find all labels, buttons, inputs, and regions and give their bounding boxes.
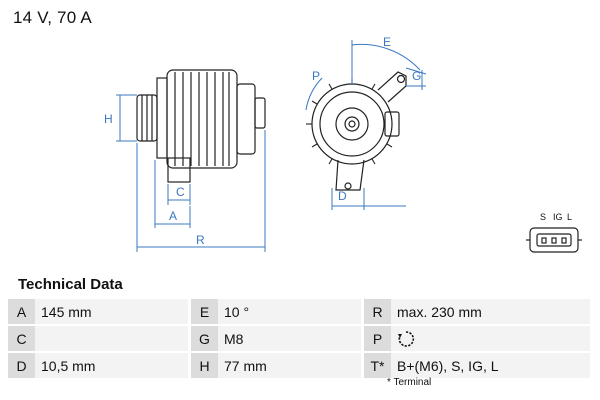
spec-key: P: [364, 325, 391, 352]
table-row: C G M8 P: [8, 325, 590, 352]
spec-key: A: [8, 298, 35, 325]
product-title: 14 V, 70 A: [13, 8, 92, 27]
alternator-drawing: H C A R: [104, 35, 582, 253]
spec-value: max. 230 mm: [391, 298, 590, 325]
technical-data-heading: Technical Data: [18, 276, 123, 293]
spec-value: 145 mm: [35, 298, 188, 325]
table-row: A 145 mm E 10 ° R max. 230 mm: [8, 298, 590, 325]
svg-text:P: P: [312, 69, 320, 83]
front-dimension-labels: E P G D: [312, 35, 421, 203]
svg-text:H: H: [104, 112, 113, 126]
svg-text:L: L: [567, 212, 572, 222]
spec-key: H: [191, 352, 218, 378]
spec-value: 77 mm: [218, 352, 361, 378]
spec-key: R: [364, 298, 391, 325]
spec-key: C: [8, 325, 35, 352]
alternator-side-view: [136, 69, 266, 183]
svg-text:E: E: [383, 35, 391, 49]
spec-value: B+(M6), S, IG, L: [391, 352, 590, 378]
svg-text:R: R: [196, 233, 205, 247]
spec-value: [35, 325, 188, 352]
svg-text:D: D: [338, 189, 347, 203]
front-dimension-lines: [305, 40, 427, 210]
spec-key: D: [8, 352, 35, 378]
technical-data-table: A 145 mm E 10 ° R max. 230 mm C G M8 P D…: [8, 297, 590, 378]
spec-value: M8: [218, 325, 361, 352]
spec-value-rotation: [391, 325, 590, 352]
side-dimension-labels: H C A R: [104, 112, 205, 247]
svg-text:S: S: [540, 212, 546, 222]
side-dimension-lines: [116, 94, 266, 252]
connector-diagram: S IG L: [526, 212, 582, 253]
rotation-icon: [398, 330, 415, 347]
spec-key: T*: [364, 352, 391, 378]
spec-key: E: [191, 298, 218, 325]
svg-text:A: A: [169, 209, 177, 223]
svg-text:G: G: [412, 69, 421, 83]
table-row: D 10,5 mm H 77 mm T* B+(M6), S, IG, L: [8, 352, 590, 378]
spec-value: 10 °: [218, 298, 361, 325]
spec-value: 10,5 mm: [35, 352, 188, 378]
spec-key: G: [191, 325, 218, 352]
terminal-footnote: * Terminal: [387, 377, 432, 388]
front-fin-marks: [306, 78, 393, 165]
alternator-front-view: [311, 71, 407, 191]
svg-text:IG: IG: [553, 212, 563, 222]
svg-text:C: C: [176, 185, 185, 199]
